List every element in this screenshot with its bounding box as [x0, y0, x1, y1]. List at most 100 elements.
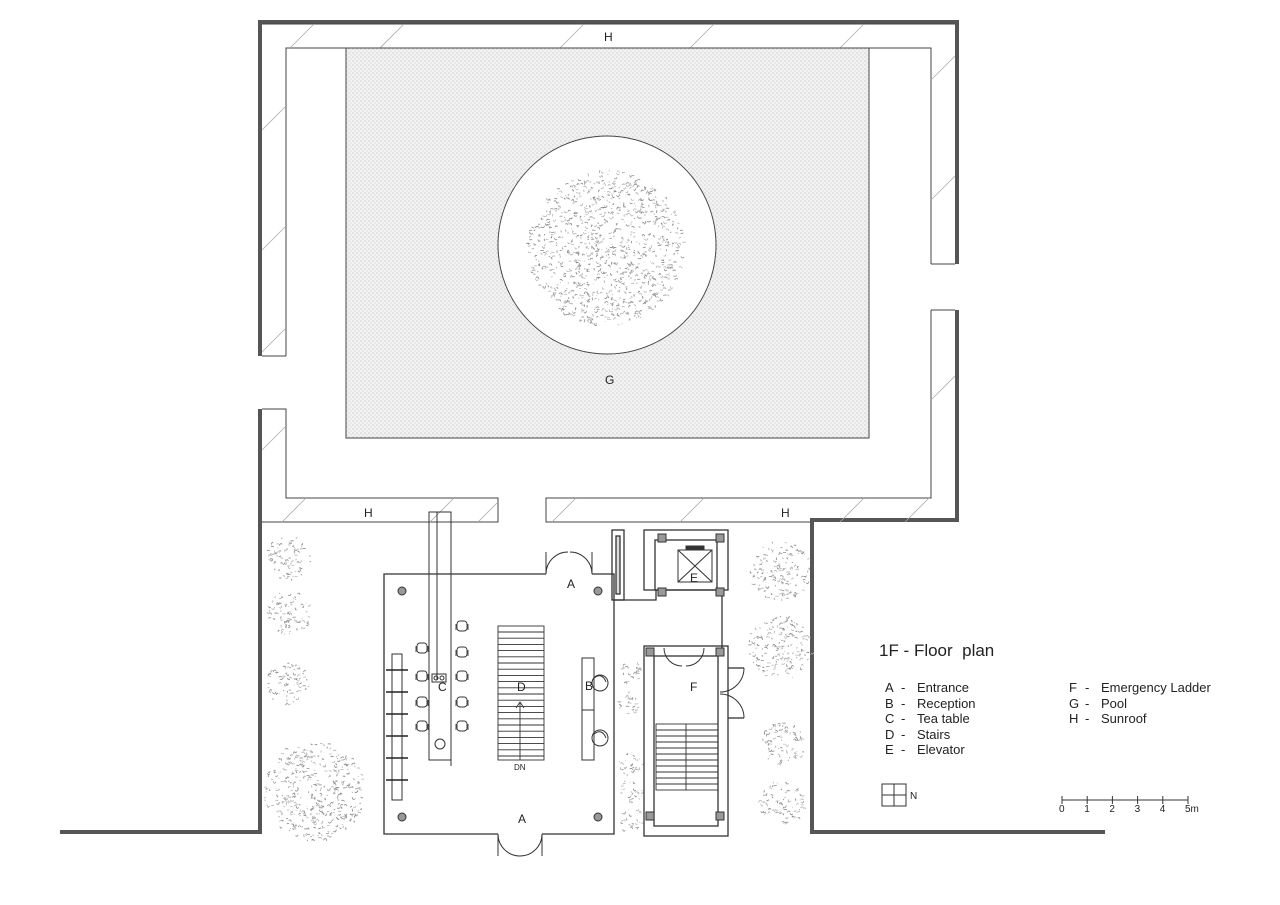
tree-stroke	[793, 733, 797, 737]
tree-stroke	[296, 561, 300, 563]
tree-stroke	[608, 232, 612, 234]
tree-stroke	[783, 640, 786, 643]
tree-stroke	[535, 226, 539, 228]
tree-stroke	[630, 791, 633, 794]
tree-stroke	[278, 676, 282, 678]
tree-stroke	[630, 213, 634, 217]
tree-stroke	[276, 692, 279, 695]
tree-stroke	[779, 616, 782, 618]
tree-stroke	[798, 550, 803, 552]
tree-stroke	[302, 605, 305, 608]
tree-stroke	[650, 245, 652, 248]
tree-stroke	[799, 755, 803, 758]
tree-stroke	[579, 287, 581, 290]
tree-stroke	[567, 231, 569, 234]
tree-stroke	[618, 228, 622, 231]
tree-stroke	[612, 195, 615, 199]
tree-stroke	[357, 811, 362, 814]
tree-stroke	[655, 203, 660, 205]
tree-stroke	[782, 578, 786, 580]
tree-stroke	[629, 186, 632, 190]
tree-stroke	[360, 796, 363, 799]
tree-stroke	[636, 819, 638, 822]
tree-stroke	[634, 703, 638, 705]
tree-stroke	[757, 665, 761, 667]
tree-stroke	[318, 832, 321, 835]
tree-stroke	[655, 265, 660, 269]
tree-stroke	[589, 318, 593, 321]
tree-stroke	[749, 571, 752, 574]
tree-stroke	[550, 231, 555, 234]
tree-stroke	[609, 246, 613, 248]
tree-cluster	[620, 662, 643, 684]
outer-walls	[60, 20, 1105, 834]
tree-stroke	[634, 278, 636, 282]
tree-stroke	[770, 794, 774, 796]
tree-stroke	[299, 682, 302, 685]
tree-stroke	[647, 249, 651, 252]
legend-key: E	[885, 742, 894, 757]
tree-stroke	[762, 670, 766, 673]
tree-stroke	[569, 185, 572, 188]
tree-stroke	[784, 729, 789, 732]
tree-stroke	[606, 199, 608, 202]
scale-label: 4	[1160, 804, 1166, 815]
tree-stroke	[623, 681, 627, 684]
tree-stroke	[791, 577, 794, 580]
tree-stroke	[613, 231, 616, 234]
tree-stroke	[655, 219, 659, 222]
tree-stroke	[623, 255, 627, 259]
tree-stroke	[661, 216, 666, 219]
tree-stroke	[572, 230, 574, 233]
tree-stroke	[290, 540, 294, 542]
tree-stroke	[603, 221, 607, 224]
tree-stroke	[295, 770, 298, 774]
tree-stroke	[608, 309, 611, 313]
tree-stroke	[791, 629, 795, 631]
tree-stroke	[800, 795, 803, 797]
tree-stroke	[753, 564, 756, 566]
tree-stroke	[334, 770, 338, 772]
chair	[415, 696, 429, 708]
tree-stroke	[802, 795, 805, 798]
tree-stroke	[579, 283, 584, 286]
tree-stroke	[537, 239, 541, 242]
tree-stroke	[336, 796, 339, 800]
tree-stroke	[669, 289, 672, 291]
tree-stroke	[540, 225, 545, 229]
tree-stroke	[563, 293, 568, 296]
tree-stroke	[785, 726, 789, 730]
tree-stroke	[285, 699, 289, 702]
tree-stroke	[559, 278, 563, 282]
tree-stroke	[771, 672, 776, 676]
tree-stroke	[280, 758, 282, 761]
tree-stroke	[606, 191, 611, 194]
sunroof-hatch	[261, 23, 956, 523]
tree-stroke	[356, 790, 359, 793]
entrance-doors	[497, 551, 745, 857]
tree-stroke	[675, 246, 679, 249]
tree-stroke	[583, 242, 587, 245]
tree-stroke	[344, 815, 346, 818]
tree-stroke	[652, 220, 657, 223]
tree-stroke	[566, 251, 570, 254]
tree-stroke	[286, 618, 291, 620]
tree-stroke	[628, 182, 632, 185]
tree-stroke	[628, 184, 632, 187]
tree-stroke	[296, 690, 298, 693]
tree-stroke	[631, 263, 635, 266]
tree-stroke	[289, 781, 292, 784]
tree-stroke	[789, 732, 791, 735]
tree-cluster	[263, 742, 365, 842]
tree-stroke	[654, 216, 658, 218]
tree-stroke	[305, 679, 308, 681]
tree-stroke	[628, 691, 630, 694]
tree-stroke	[293, 781, 297, 784]
tree-stroke	[793, 816, 797, 819]
chair	[415, 670, 429, 682]
tree-stroke	[335, 756, 338, 758]
tree-stroke	[295, 697, 300, 701]
tree-stroke	[789, 660, 792, 664]
tree-stroke	[780, 639, 784, 642]
tree-stroke	[630, 763, 633, 767]
